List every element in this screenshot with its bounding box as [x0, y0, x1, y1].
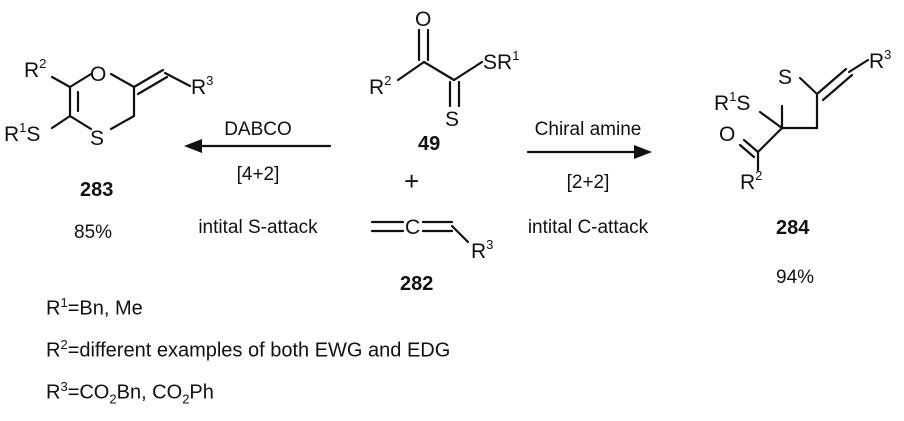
allene-central-carbon: C [405, 216, 420, 239]
bond [50, 75, 72, 89]
product-284-structure: S R3 R1S O R2 [714, 47, 891, 194]
substituent-definitions: R1=Bn, Me R2=different examples of both … [46, 282, 450, 408]
oxygen-atom: O [415, 8, 431, 31]
left-reaction-arrow [184, 139, 332, 153]
right-arrow-reagent: Chiral amine [535, 119, 642, 140]
bond [136, 75, 169, 96]
thione-sulfur-atom: S [445, 108, 459, 131]
r2-substituent: R2 [369, 73, 391, 99]
ring-oxygen-atom: O [90, 63, 106, 86]
compound-number-283: 283 [80, 179, 113, 201]
bond [742, 138, 760, 154]
product-283-structure: O S R2 R3 R1S [4, 56, 213, 150]
r3-definition: R3=CO2Bn, CO2Ph [46, 379, 214, 407]
right-arrow-cycloaddition: [2+2] [567, 172, 610, 193]
ring-sulfur-atom: S [90, 127, 104, 150]
r3-substituent: R3 [471, 237, 493, 263]
compound-number-49: 49 [418, 133, 440, 155]
bond [821, 73, 854, 102]
yield-284: 94% [776, 267, 814, 288]
bond [847, 58, 870, 74]
reagent-49-structure: O S SR1 R2 [369, 8, 519, 131]
bond [50, 114, 72, 130]
bond [132, 68, 165, 89]
bond [422, 60, 456, 82]
r3-substituent: R3 [869, 47, 891, 73]
bond [756, 126, 784, 154]
r2-definition: R2=different examples of both EWG and ED… [46, 337, 451, 362]
allene-282-structure: C R3 [370, 216, 493, 263]
bond [450, 224, 470, 244]
left-arrow-mode: intital S-attack [198, 217, 318, 238]
left-arrow-cycloaddition: [4+2] [237, 164, 280, 185]
r1-definition: R1=Bn, Me [46, 295, 143, 320]
bond [68, 72, 93, 89]
right-reaction-arrow [526, 145, 652, 159]
ring-sulfur-atom: S [778, 66, 792, 89]
bond [798, 76, 819, 96]
thioester-group: SR1 [483, 48, 519, 74]
bond [163, 71, 192, 88]
r2-substituent: R2 [24, 56, 46, 82]
bond [109, 72, 136, 89]
bond [396, 60, 426, 82]
r3-substituent: R3 [191, 73, 213, 99]
bond [815, 67, 848, 96]
right-arrow-mode: intital C-attack [528, 217, 649, 238]
carbonyl-oxygen-atom: O [719, 123, 735, 146]
arrow-head [634, 145, 652, 159]
compound-number-284: 284 [776, 217, 810, 239]
compound-number-282: 282 [400, 273, 433, 295]
yield-283: 85% [74, 222, 112, 243]
left-arrow-reagent: DABCO [224, 119, 292, 140]
r2-substituent: R2 [740, 168, 762, 194]
bond [68, 114, 93, 131]
bond [109, 114, 136, 131]
bond [452, 60, 484, 82]
bond [758, 110, 784, 130]
arrow-head [184, 139, 202, 153]
bond [738, 143, 756, 159]
r1-thio-substituent: R1S [714, 89, 750, 115]
plus-sign: + [404, 166, 419, 196]
r1-thio-substituent: R1S [4, 120, 40, 146]
